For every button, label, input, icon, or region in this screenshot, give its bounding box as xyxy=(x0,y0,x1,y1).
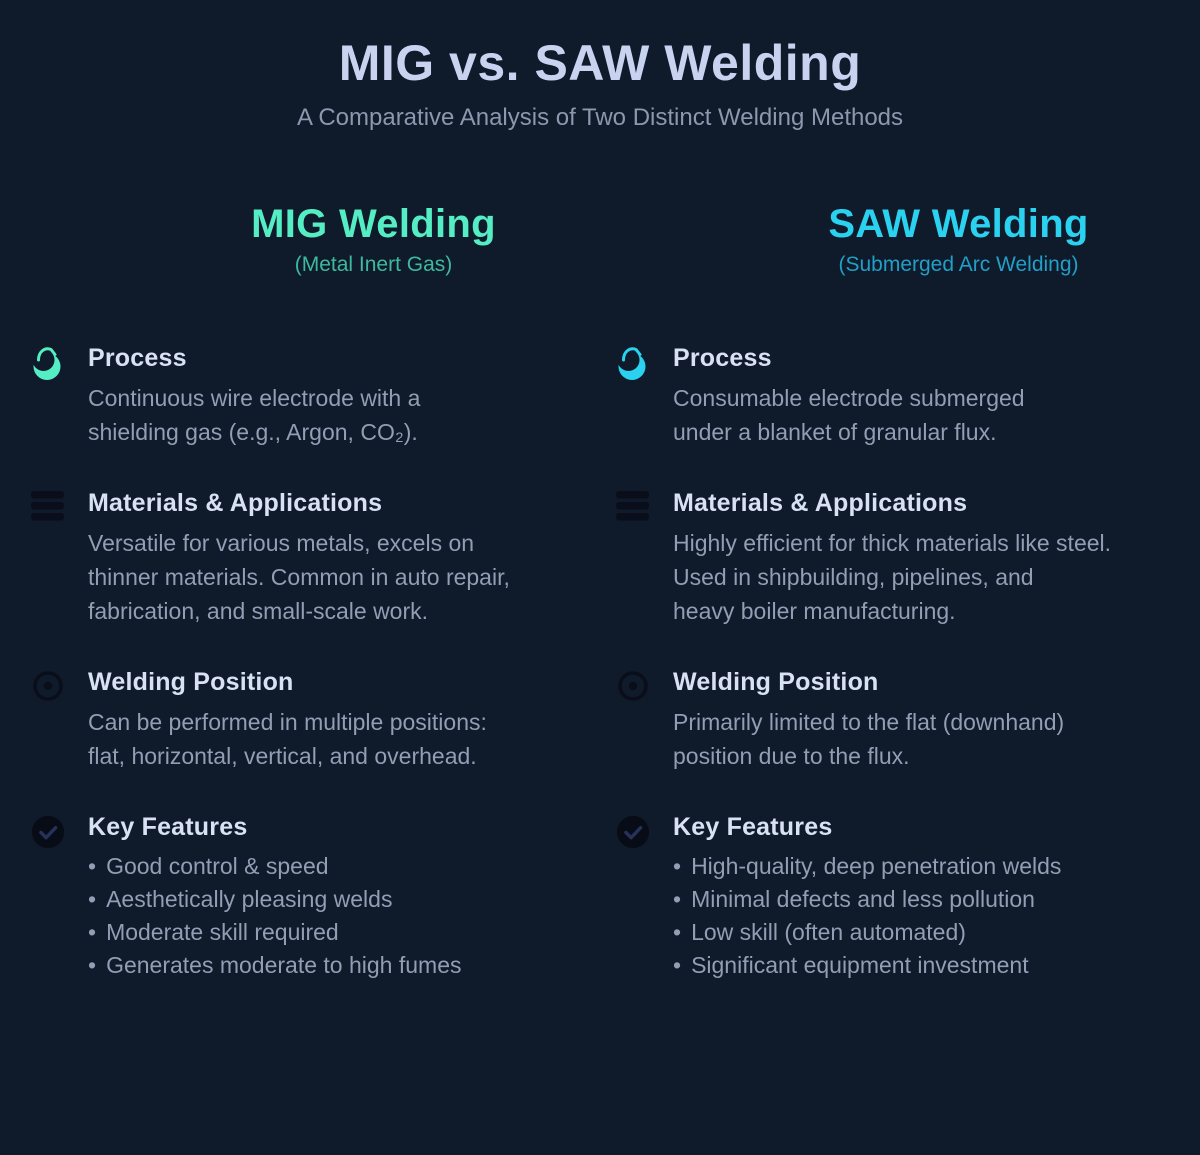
saw-feature-item: High-quality, deep penetration welds xyxy=(673,850,1170,883)
mig-materials-text: thinner materials. Common in auto repair… xyxy=(88,564,510,590)
stacked-bars-icon xyxy=(615,489,651,523)
saw-process-heading: Process xyxy=(673,344,772,372)
mig-feature-item: Moderate skill required xyxy=(88,916,585,949)
mig-features-section: Key Features Good control & speed Aesthe… xyxy=(30,811,585,982)
saw-sections: Process Consumable electrode submerged u… xyxy=(615,342,1170,982)
mig-process-heading: Process xyxy=(88,344,187,372)
column-saw: SAW Welding (Submerged Arc Welding) xyxy=(615,200,1170,1020)
saw-position-section: Welding Position Primarily limited to th… xyxy=(615,666,1170,773)
saw-materials-section: Materials & Applications Highly efficien… xyxy=(615,487,1170,628)
saw-column-title: SAW Welding xyxy=(828,202,1089,246)
comparison-columns: MIG Welding (Metal Inert Gas) xyxy=(0,200,1200,1020)
mig-sections: Process Continuous wire electrode with a… xyxy=(30,342,585,982)
check-circle-icon xyxy=(30,813,66,851)
saw-column-header: SAW Welding (Submerged Arc Welding) xyxy=(681,200,1200,278)
mig-position-text: Can be performed in multiple positions: xyxy=(88,709,487,735)
mig-materials-heading: Materials & Applications xyxy=(88,489,383,517)
saw-feature-item: Minimal defects and less pollution xyxy=(673,883,1170,916)
saw-column-subtitle: (Submerged Arc Welding) xyxy=(838,253,1079,276)
saw-position-text: position due to the flux. xyxy=(673,743,910,769)
saw-position-heading: Welding Position xyxy=(673,668,879,696)
saw-process-text: under a blanket of granular flux. xyxy=(673,419,997,445)
mig-position-section: Welding Position Can be performed in mul… xyxy=(30,666,585,773)
saw-materials-heading: Materials & Applications xyxy=(673,489,968,517)
saw-features-heading: Key Features xyxy=(673,813,833,841)
saw-feature-item: Significant equipment investment xyxy=(673,949,1170,982)
page-title: MIG vs. SAW Welding xyxy=(338,35,862,91)
mig-materials-text: fabrication, and small-scale work. xyxy=(88,598,429,624)
saw-process-text: Consumable electrode submerged xyxy=(673,385,1025,411)
saw-materials-text: Highly efficient for thick materials lik… xyxy=(673,530,1112,556)
welding-torch-swirl-icon xyxy=(30,344,66,382)
saw-materials-text: heavy boiler manufacturing. xyxy=(673,598,956,624)
mig-feature-item: Generates moderate to high fumes xyxy=(88,949,585,982)
target-dot-icon xyxy=(30,668,66,704)
mig-process-section: Process Continuous wire electrode with a… xyxy=(30,342,585,449)
welding-torch-swirl-icon xyxy=(615,344,651,382)
mig-process-text: shielding gas (e.g., Argon, CO₂). xyxy=(88,419,418,445)
page-subtitle: A Comparative Analysis of Two Distinct W… xyxy=(296,104,904,131)
mig-materials-section: Materials & Applications Versatile for v… xyxy=(30,487,585,628)
saw-materials-text: Used in shipbuilding, pipelines, and xyxy=(673,564,1034,590)
mig-features-list: Good control & speed Aesthetically pleas… xyxy=(88,850,585,982)
column-mig: MIG Welding (Metal Inert Gas) xyxy=(30,200,585,1020)
target-dot-icon xyxy=(615,668,651,704)
saw-position-text: Primarily limited to the flat (downhand) xyxy=(673,709,1065,735)
mig-feature-item: Good control & speed xyxy=(88,850,585,883)
saw-features-section: Key Features High-quality, deep penetrat… xyxy=(615,811,1170,982)
mig-process-text: Continuous wire electrode with a xyxy=(88,385,421,411)
mig-features-heading: Key Features xyxy=(88,813,248,841)
mig-feature-item: Aesthetically pleasing welds xyxy=(88,883,585,916)
stacked-bars-icon xyxy=(30,489,66,523)
saw-features-list: High-quality, deep penetration welds Min… xyxy=(673,850,1170,982)
saw-feature-item: Low skill (often automated) xyxy=(673,916,1170,949)
saw-process-section: Process Consumable electrode submerged u… xyxy=(615,342,1170,449)
mig-position-text: flat, horizontal, vertical, and overhead… xyxy=(88,743,477,769)
check-circle-icon xyxy=(615,813,651,851)
mig-position-heading: Welding Position xyxy=(88,668,294,696)
mig-column-subtitle: (Metal Inert Gas) xyxy=(294,253,453,276)
mig-materials-text: Versatile for various metals, excels on xyxy=(88,530,475,556)
mig-column-title: MIG Welding xyxy=(251,202,496,246)
mig-column-header: MIG Welding (Metal Inert Gas) xyxy=(96,200,651,278)
